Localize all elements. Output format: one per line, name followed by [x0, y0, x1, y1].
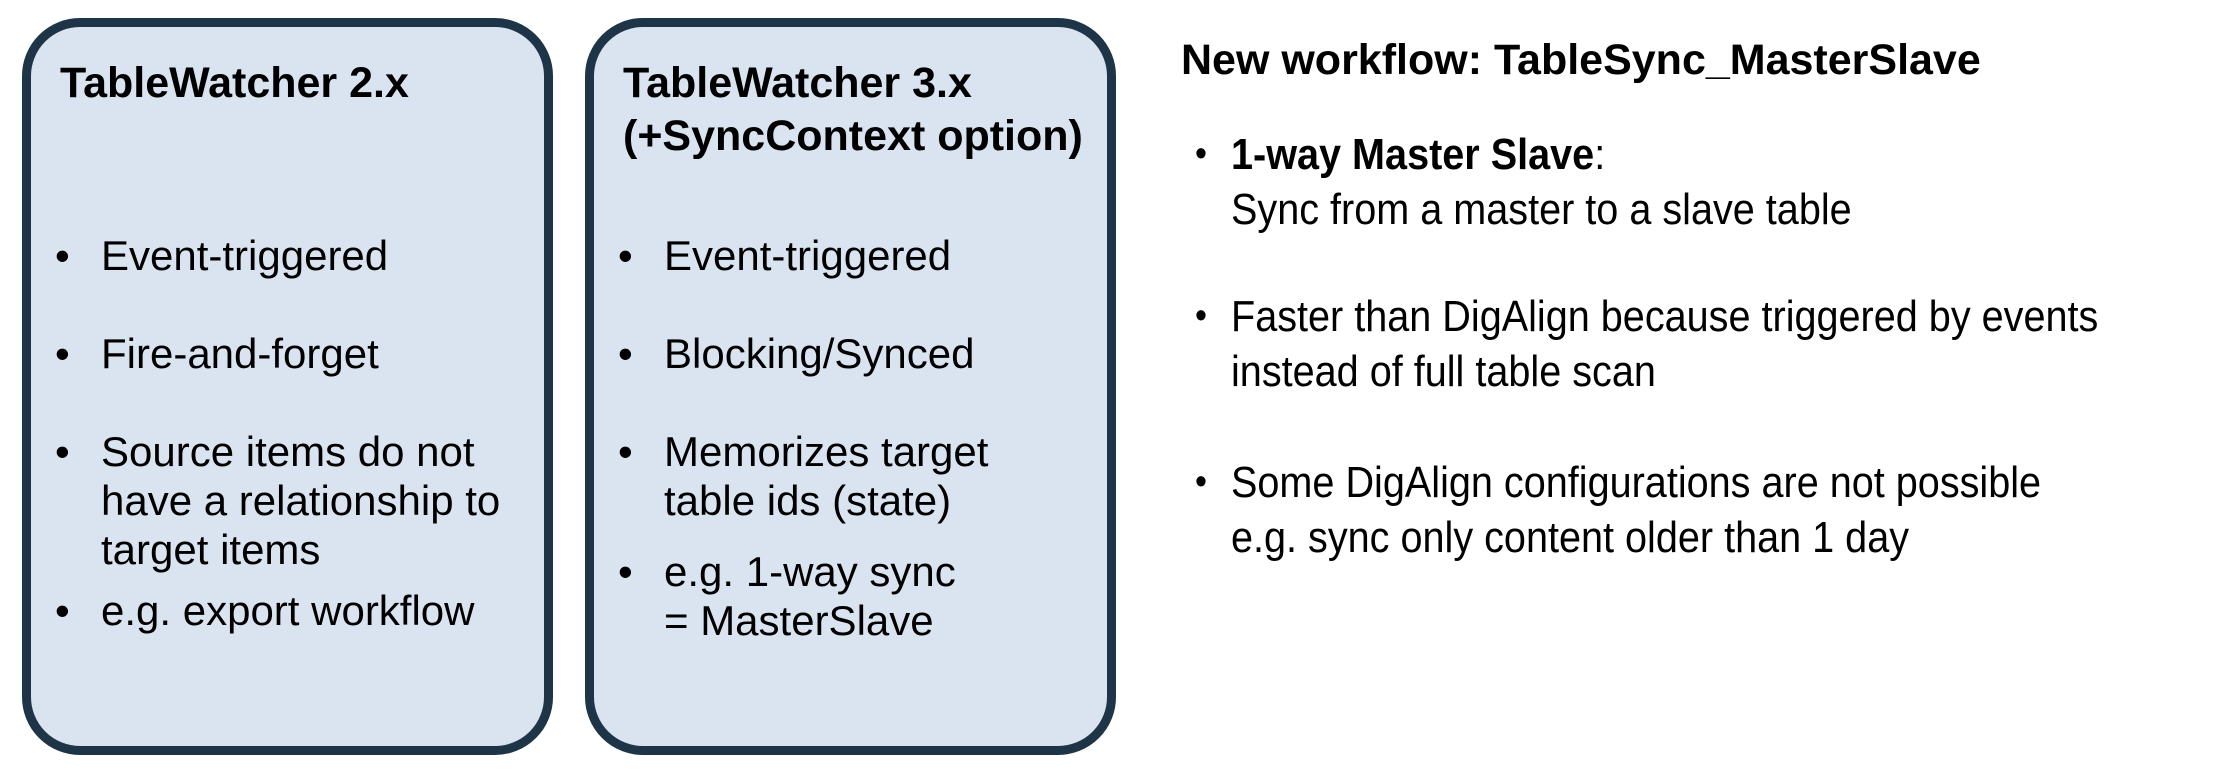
box-title-line: TableWatcher 2.x — [60, 59, 409, 107]
bullet-text: Event-triggered — [664, 232, 952, 279]
bullet-text: instead of full table scan — [1231, 347, 1656, 396]
tablewatcher-2x-title: TableWatcher 2.x — [60, 57, 528, 110]
bullet-text: Blocking/Synced — [664, 330, 975, 377]
bullet-text: Some DigAlign configurations are not pos… — [1231, 458, 2042, 507]
bullet-icon: • — [1195, 295, 1207, 337]
bullet-icon: • — [618, 428, 633, 475]
bullet-text: Fire-and-forget — [101, 330, 379, 377]
list-item: • Faster than DigAlign because triggered… — [1186, 289, 2098, 399]
list-item: • Source items do not have a relationshi… — [55, 427, 530, 574]
bullet-text: Source items do not — [101, 428, 475, 475]
list-item: • Event-triggered — [55, 231, 530, 280]
box-title-line: TableWatcher 3.x — [623, 59, 972, 107]
bullet-text: Memorizes target — [664, 428, 989, 475]
tablewatcher-2x-box: TableWatcher 2.x • Event-triggered • Fir… — [22, 18, 553, 755]
bullet-text: Sync from a master to a slave table — [1231, 185, 1852, 234]
page-title: New workflow: TableSync_MasterSlave — [1181, 36, 1981, 84]
bullet-icon: • — [1195, 133, 1207, 175]
bullet-text: target items — [101, 526, 321, 573]
tablewatcher-3x-box: TableWatcher 3.x (+SyncContext option) •… — [585, 18, 1116, 755]
bullet-text: Event-triggered — [101, 232, 389, 279]
bullet-icon: • — [1195, 461, 1207, 503]
bullet-text: table ids (state) — [664, 477, 952, 524]
box-title-line: (+SyncContext option) — [623, 112, 1083, 160]
bullet-text: have a relationship to — [101, 477, 501, 524]
bullet-text: e.g. export workflow — [101, 587, 475, 634]
bullet-text: e.g. sync only content older than 1 day — [1231, 513, 1910, 562]
bullet-text-bold: 1-way Master Slave — [1231, 130, 1595, 179]
bullet-text: = MasterSlave — [664, 597, 934, 644]
bullet-icon: • — [618, 330, 633, 377]
bullet-text: Faster than DigAlign because triggered b… — [1231, 292, 2099, 341]
tablewatcher-3x-title: TableWatcher 3.x (+SyncContext option) — [623, 57, 1091, 163]
list-item: • Event-triggered — [618, 231, 1093, 280]
bullet-icon: • — [618, 232, 633, 279]
list-item: • Fire-and-forget — [55, 329, 530, 378]
bullet-icon: • — [55, 232, 70, 279]
bullet-icon: • — [618, 548, 633, 595]
list-item: • Blocking/Synced — [618, 329, 1093, 378]
bullet-text: e.g. 1-way sync — [664, 548, 956, 595]
list-item: • e.g. export workflow — [55, 586, 530, 635]
list-item: • e.g. 1-way sync = MasterSlave — [618, 547, 1093, 645]
bullet-text-rest: : — [1594, 130, 1606, 179]
tablewatcher-3x-bullet-list: • Event-triggered • Blocking/Synced • Me… — [618, 231, 1093, 694]
bullet-icon: • — [55, 587, 70, 634]
list-item: • 1-way Master Slave: Sync from a master… — [1186, 127, 1852, 237]
bullet-icon: • — [55, 428, 70, 475]
list-item: • Memorizes target table ids (state) — [618, 427, 1093, 525]
bullet-icon: • — [55, 330, 70, 377]
tablewatcher-2x-bullet-list: • Event-triggered • Fire-and-forget • So… — [55, 231, 530, 684]
bullet-text: 1-way Master Slave: — [1231, 127, 1852, 182]
list-item: • Some DigAlign configurations are not p… — [1186, 455, 2041, 565]
workflow-bullet-list: • 1-way Master Slave: Sync from a master… — [1186, 0, 2238, 776]
